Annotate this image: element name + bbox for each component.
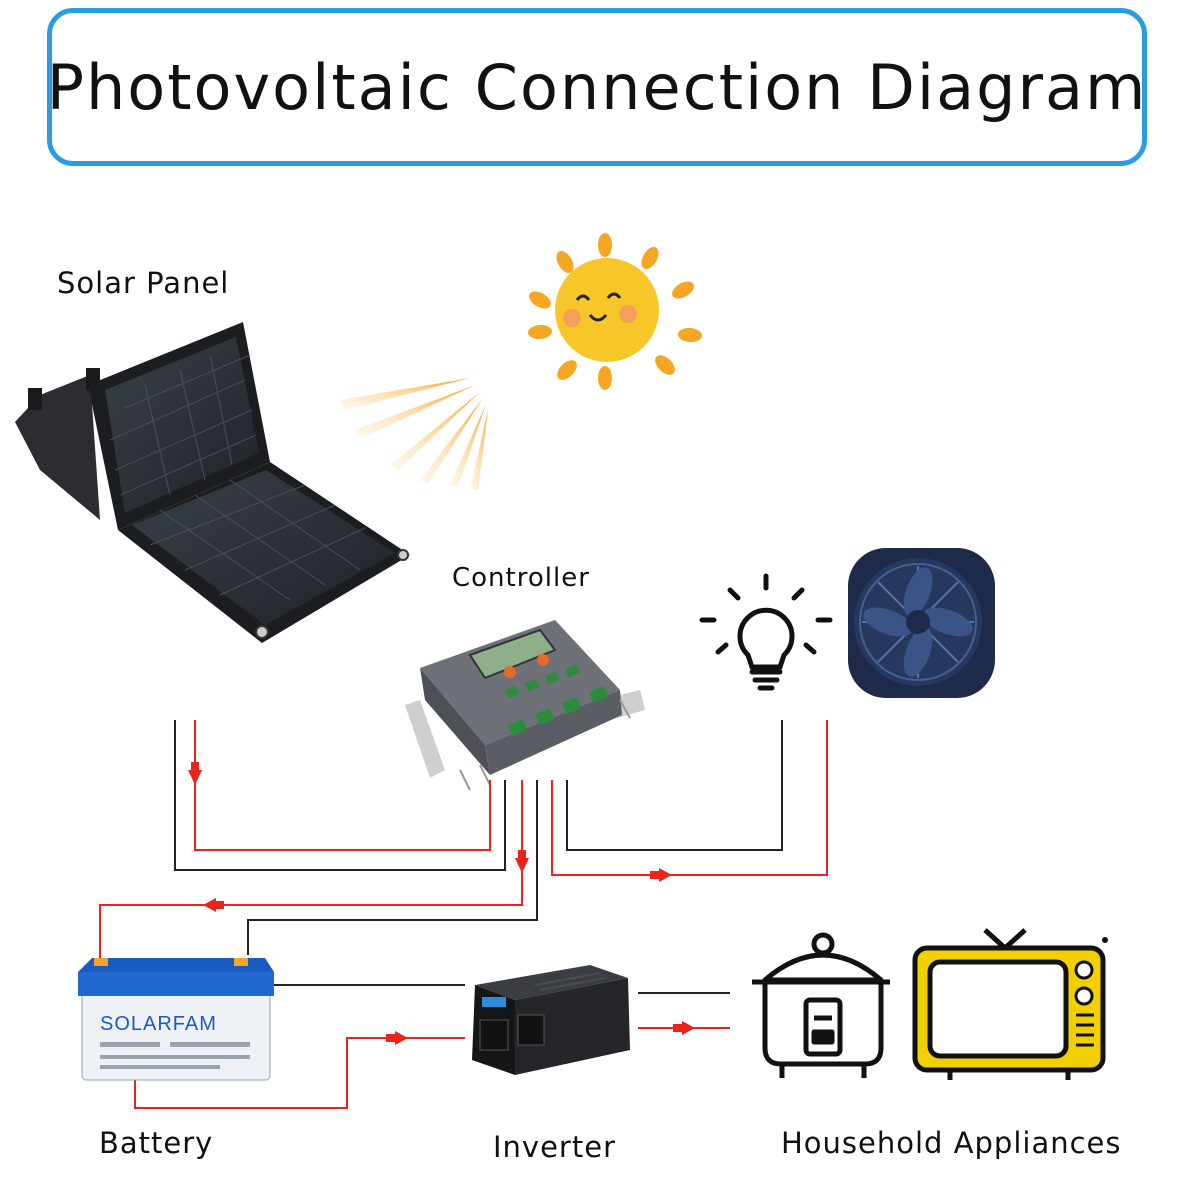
rice-cooker-icon (752, 935, 890, 1078)
sun-rays-icon (340, 378, 488, 490)
controller-icon (405, 620, 645, 790)
inverter-icon (472, 965, 630, 1075)
label-battery: Battery (99, 1126, 213, 1160)
sun-icon (526, 233, 702, 390)
fan-icon (848, 548, 995, 698)
solar-panel-icon (15, 322, 410, 643)
label-solar-panel: Solar Panel (57, 266, 229, 300)
label-household-appliances: Household Appliances (781, 1126, 1122, 1160)
tv-icon (915, 930, 1108, 1080)
label-controller: Controller (452, 563, 590, 593)
battery-brand: SOLARFAM (100, 1013, 217, 1035)
label-inverter: Inverter (493, 1130, 616, 1164)
light-bulb-icon (702, 576, 830, 688)
battery-icon: SOLARFAM (78, 958, 274, 1080)
